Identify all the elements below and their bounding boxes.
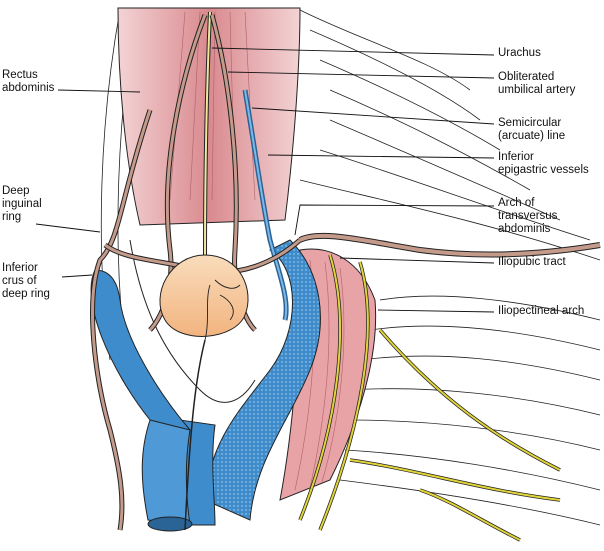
bladder-vessels <box>204 279 241 341</box>
rectus-abdominis-muscle <box>117 7 301 226</box>
leader-rectus <box>57 89 141 93</box>
label-deep-inguinal-ring: Deep inguinal ring <box>2 185 42 223</box>
leader-iliopubic-tract <box>339 257 495 264</box>
vessel-cut-end <box>147 516 193 532</box>
label-semicircular-line: Semicircular (arcuate) line <box>498 117 566 142</box>
urinary-bladder <box>159 254 249 337</box>
leader-inferior-crus <box>61 274 93 278</box>
label-iliopectineal-arch: Iliopectineal arch <box>498 305 585 317</box>
leader-obliterated-artery <box>227 71 495 79</box>
leader-iliopectineal-arch <box>377 309 495 313</box>
label-inferior-crus: Inferior crus of deep ring <box>2 262 50 300</box>
label-urachus: Urachus <box>498 47 541 59</box>
leader-lines <box>35 47 495 313</box>
leader-urachus <box>211 47 495 56</box>
leader-semicircular-line <box>251 107 495 125</box>
leader-arch-of-transversus <box>294 204 495 236</box>
label-arch-of-transversus: Arch of transversus abdominis <box>498 197 558 235</box>
median-line <box>184 339 206 531</box>
label-obliterated-umbilical-artery: Obliterated umbilical artery <box>498 71 576 96</box>
nerves <box>298 254 561 542</box>
label-inferior-epigastric-vessels: Inferior epigastric vessels <box>498 151 589 176</box>
label-iliopubic-tract: Iliopubic tract <box>498 256 566 268</box>
pubic-boundary <box>129 239 256 403</box>
leader-inferior-epigastric <box>267 154 495 159</box>
leader-deep-ring <box>35 223 101 233</box>
transversalis-fascia-fibres <box>100 9 601 526</box>
label-rectus-abdominis: Rectus abdominis <box>2 69 55 94</box>
external-iliac-vein <box>204 239 321 521</box>
lower-vessel <box>141 419 191 526</box>
